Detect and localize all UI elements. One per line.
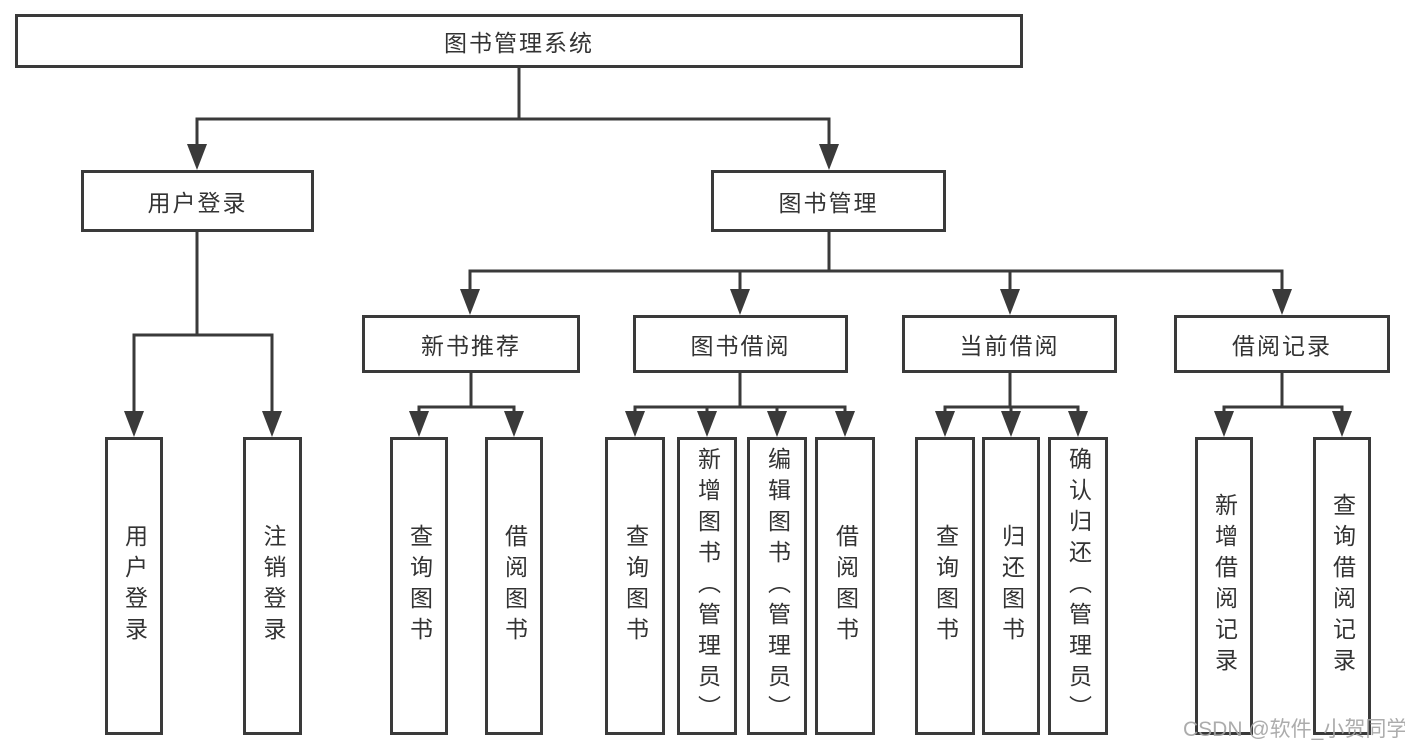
arrowhead-icon <box>1001 411 1021 437</box>
node-book-management-label: 图书管理 <box>778 190 879 216</box>
leaf-user-login-label: 用户登录 <box>121 524 148 648</box>
connector-user-login-to-leaves <box>124 230 282 437</box>
node-new-book-recommendation: 新书推荐 <box>362 315 580 373</box>
arrowhead-icon <box>1332 411 1352 437</box>
leaf-query-books-current-label: 查询图书 <box>932 524 959 648</box>
node-borrowing-records: 借阅记录 <box>1174 315 1390 373</box>
arrowhead-icon <box>625 411 645 437</box>
node-book-borrowing-label: 图书借阅 <box>690 333 791 359</box>
connector-new-book-to-leaves <box>409 371 524 437</box>
arrowhead-icon <box>460 289 480 315</box>
connector-current-borrow-to-leaves <box>935 371 1088 437</box>
leaf-confirm-return-admin: 确认归还（管理员） <box>1048 437 1108 735</box>
arrowhead-icon <box>767 411 787 437</box>
leaf-edit-books-admin: 编辑图书（管理员） <box>747 437 807 735</box>
arrowhead-icon <box>819 144 839 170</box>
node-library-management-system-label: 图书管理系统 <box>444 30 594 56</box>
node-book-management: 图书管理 <box>711 170 946 232</box>
connector-borrow-records-to-leaves <box>1214 371 1352 437</box>
leaf-borrow-books-label: 借阅图书 <box>832 524 859 648</box>
connector-book-mgmt-to-level3 <box>460 230 1292 315</box>
leaf-user-login: 用户登录 <box>105 437 163 735</box>
leaf-logout-label: 注销登录 <box>260 524 286 648</box>
leaf-add-books-admin: 新增图书（管理员） <box>677 437 737 735</box>
arrowhead-icon <box>124 411 144 437</box>
arrowhead-icon <box>697 411 717 437</box>
node-book-borrowing: 图书借阅 <box>633 315 848 373</box>
arrowhead-icon <box>835 411 855 437</box>
leaf-add-borrow-record-label: 新增借阅记录 <box>1211 493 1238 679</box>
node-new-book-recommendation-label: 新书推荐 <box>421 333 521 359</box>
connector-book-borrow-to-leaves <box>625 371 855 437</box>
leaf-borrow-books: 借阅图书 <box>815 437 875 735</box>
node-borrowing-records-label: 借阅记录 <box>1232 333 1332 359</box>
leaf-confirm-return-admin-label: 确认归还（管理员） <box>1065 446 1092 726</box>
leaf-edit-books-admin-label: 编辑图书（管理员） <box>764 446 791 726</box>
leaf-add-borrow-record: 新增借阅记录 <box>1195 437 1253 735</box>
leaf-query-books-borrow: 查询图书 <box>605 437 665 735</box>
arrowhead-icon <box>730 289 750 315</box>
leaf-borrow-books-recommend-label: 借阅图书 <box>501 524 528 648</box>
leaf-return-books-label: 归还图书 <box>998 524 1025 648</box>
csdn-watermark: CSDN @软件_小贺同学 <box>1183 718 1405 741</box>
arrowhead-icon <box>262 411 282 437</box>
arrowhead-icon <box>504 411 524 437</box>
node-user-login: 用户登录 <box>81 170 314 232</box>
leaf-return-books: 归还图书 <box>982 437 1040 735</box>
leaf-query-books-current: 查询图书 <box>915 437 975 735</box>
node-library-management-system: 图书管理系统 <box>15 14 1023 68</box>
leaf-logout: 注销登录 <box>243 437 302 735</box>
arrowhead-icon <box>187 144 207 170</box>
arrowhead-icon <box>409 411 429 437</box>
node-user-login-label: 用户登录 <box>147 190 248 216</box>
leaf-borrow-books-recommend: 借阅图书 <box>485 437 543 735</box>
arrowhead-icon <box>1272 289 1292 315</box>
leaf-query-borrow-record: 查询借阅记录 <box>1313 437 1371 735</box>
arrowhead-icon <box>1068 411 1088 437</box>
leaf-query-books-borrow-label: 查询图书 <box>622 524 649 648</box>
arrowhead-icon <box>1000 289 1020 315</box>
arrowhead-icon <box>1214 411 1234 437</box>
node-current-borrowing-label: 当前借阅 <box>959 333 1060 359</box>
leaf-query-books-recommend-label: 查询图书 <box>406 524 433 648</box>
connector-root-to-level2 <box>187 66 839 170</box>
leaf-query-books-recommend: 查询图书 <box>390 437 448 735</box>
node-current-borrowing: 当前借阅 <box>902 315 1117 373</box>
leaf-query-borrow-record-label: 查询借阅记录 <box>1329 493 1356 679</box>
leaf-add-books-admin-label: 新增图书（管理员） <box>694 446 721 726</box>
arrowhead-icon <box>935 411 955 437</box>
